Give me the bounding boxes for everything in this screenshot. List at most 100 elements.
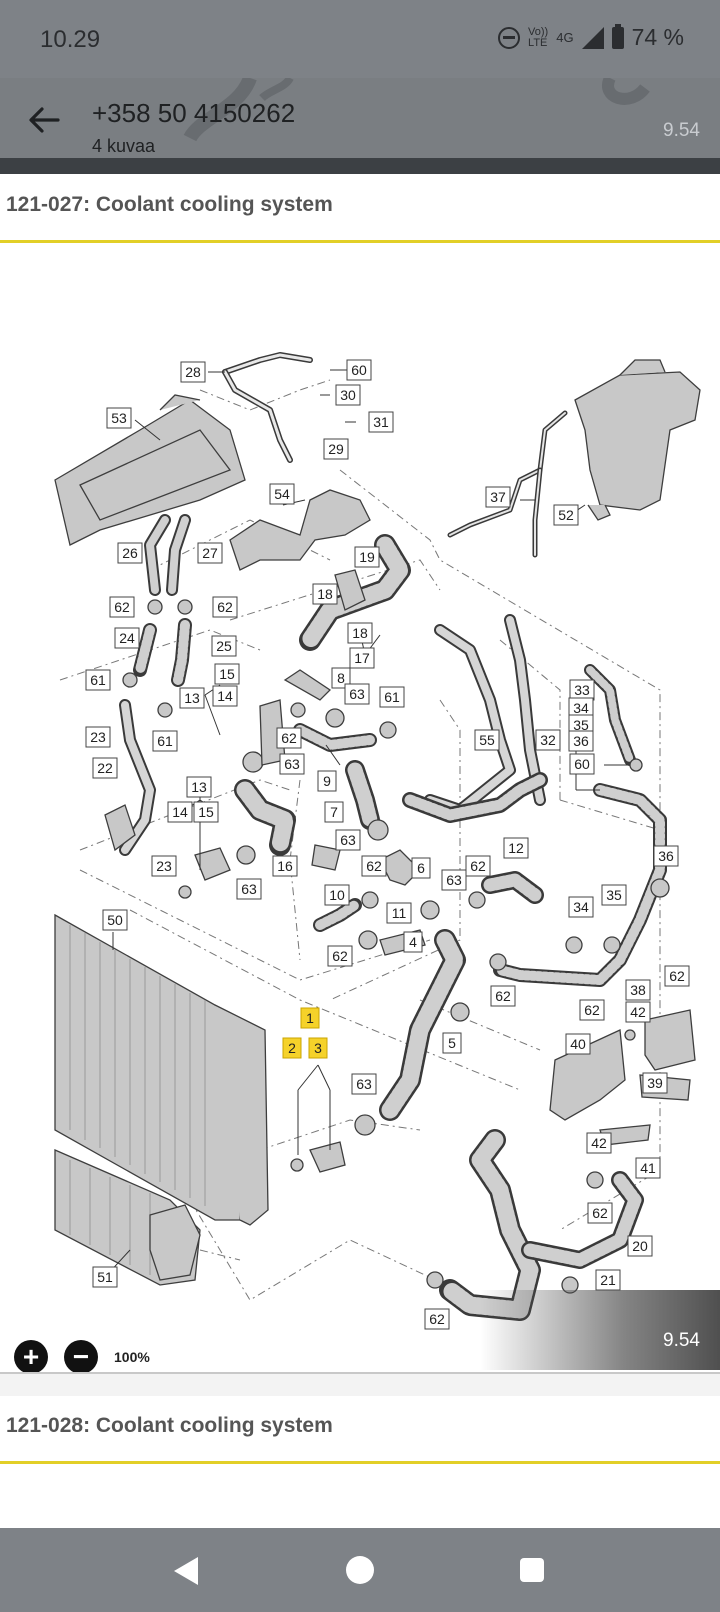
part-label-box — [276, 727, 302, 749]
part-label-3: 3 — [308, 1037, 328, 1059]
part-label-text: 28 — [185, 364, 201, 380]
part-label-text: 54 — [274, 486, 290, 502]
part-label-box — [346, 359, 372, 381]
zoom-out-button[interactable]: − — [64, 1340, 98, 1374]
nav-recent-icon[interactable] — [520, 1558, 544, 1582]
nav-back-icon[interactable] — [174, 1557, 198, 1585]
part-label-13: 13 — [179, 687, 205, 709]
part-label-text: 62 — [366, 858, 382, 874]
part-label-text: 4 — [409, 934, 417, 950]
image-count: 4 kuvaa — [92, 136, 156, 156]
part-label-box — [485, 486, 511, 508]
part-label-box — [92, 757, 118, 779]
part-label-text: 62 — [584, 1002, 600, 1018]
part-label-text: 27 — [202, 545, 218, 561]
next-title-rule — [0, 1461, 720, 1464]
part-label-box — [279, 753, 305, 775]
part-label-62: 62 — [490, 985, 516, 1007]
part-label-text: 13 — [184, 690, 200, 706]
zoom-in-button[interactable]: + — [14, 1340, 48, 1374]
part-label-text: 41 — [640, 1160, 656, 1176]
part-label-box — [85, 669, 111, 691]
part-label-box — [106, 407, 132, 429]
coolant-system-diagram[interactable]: 1234567891011121313141415151617181819202… — [0, 330, 720, 1370]
part-label-box — [282, 1037, 302, 1059]
part-label-text: 15 — [198, 804, 214, 820]
part-label-42: 42 — [586, 1132, 612, 1154]
part-label-23: 23 — [151, 855, 177, 877]
part-label-box — [312, 583, 338, 605]
part-label-text: 62 — [495, 988, 511, 1004]
part-label-62: 62 — [424, 1308, 450, 1330]
part-label-text: 2 — [288, 1040, 296, 1056]
part-label-text: 63 — [446, 872, 462, 888]
part-label-62: 62 — [664, 965, 690, 987]
part-label-box — [335, 829, 361, 851]
part-label-box — [179, 687, 205, 709]
part-label-42: 42 — [625, 1001, 651, 1023]
part-label-box — [586, 1132, 612, 1154]
part-label-text: 24 — [119, 630, 135, 646]
part-label-text: 1 — [306, 1010, 314, 1026]
part-label-text: 9 — [323, 773, 331, 789]
part-label-text: 42 — [591, 1135, 607, 1151]
part-label-box — [114, 627, 140, 649]
part-label-box — [152, 730, 178, 752]
part-label-28: 28 — [180, 361, 206, 383]
part-label-63: 63 — [279, 753, 305, 775]
navigation-bar — [0, 1528, 720, 1612]
part-label-box — [474, 729, 500, 751]
part-label-text: 37 — [490, 489, 506, 505]
part-label-box — [300, 1007, 320, 1029]
part-label-box — [653, 845, 679, 867]
part-label-2: 2 — [282, 1037, 302, 1059]
part-label-10: 10 — [324, 884, 350, 906]
intercooler-unit — [54, 394, 246, 546]
zoom-level: 100% — [114, 1349, 150, 1365]
status-icons: Vo)) LTE 4G 74 % — [498, 23, 684, 51]
part-label-box — [102, 909, 128, 931]
part-label-text: 62 — [470, 858, 486, 874]
part-label-box — [361, 855, 387, 877]
part-label-62: 62 — [109, 596, 135, 618]
page-title: 121-027: Coolant cooling system — [6, 193, 333, 216]
part-label-box — [569, 753, 595, 775]
part-label-box — [568, 730, 594, 752]
part-label-box — [490, 985, 516, 1007]
part-label-box — [442, 1032, 462, 1054]
part-label-21: 21 — [595, 1269, 621, 1291]
part-label-box — [197, 542, 223, 564]
part-label-51: 51 — [92, 1266, 118, 1288]
part-label-text: 15 — [219, 666, 235, 682]
part-label-box — [351, 1073, 377, 1095]
part-label-box — [627, 1235, 653, 1257]
part-label-36: 36 — [568, 730, 594, 752]
part-label-18: 18 — [312, 583, 338, 605]
part-label-32: 32 — [535, 729, 561, 751]
part-label-38: 38 — [625, 979, 651, 1001]
part-label-29: 29 — [323, 438, 349, 460]
part-label-62: 62 — [465, 855, 491, 877]
part-label-text: 6 — [417, 860, 425, 876]
part-label-box — [317, 770, 337, 792]
part-label-61: 61 — [85, 669, 111, 691]
part-label-35: 35 — [601, 884, 627, 906]
part-label-box — [323, 438, 349, 460]
part-label-34: 34 — [568, 896, 594, 918]
part-label-text: 10 — [329, 887, 345, 903]
part-label-41: 41 — [635, 1157, 661, 1179]
back-arrow-icon[interactable] — [24, 100, 64, 140]
part-label-text: 21 — [600, 1272, 616, 1288]
part-label-box — [625, 1001, 651, 1023]
part-label-text: 16 — [277, 858, 293, 874]
part-label-text: 60 — [574, 756, 590, 772]
part-label-50: 50 — [102, 909, 128, 931]
part-label-text: 18 — [317, 586, 333, 602]
nav-home-icon[interactable] — [346, 1556, 374, 1584]
part-label-text: 23 — [156, 858, 172, 874]
part-label-62: 62 — [276, 727, 302, 749]
volte-label: Vo)) — [528, 25, 549, 38]
status-time: 10.29 — [40, 26, 101, 53]
volte-indicator: Vo)) LTE — [528, 25, 549, 49]
part-label-text: 40 — [570, 1036, 586, 1052]
